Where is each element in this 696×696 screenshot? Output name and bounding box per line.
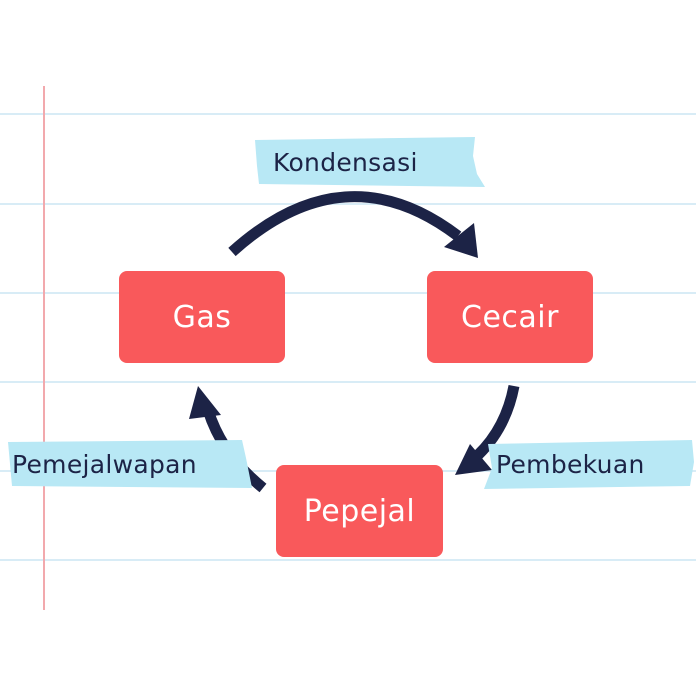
transition-kondensasi-label: Kondensasi — [273, 147, 418, 177]
transition-pemejalwapan-label: Pemejalwapan — [12, 449, 197, 479]
state-liquid-box: Cecair — [427, 271, 593, 363]
transition-pemejalwapan-tag: Pemejalwapan — [6, 438, 252, 490]
transition-pembekuan-label: Pembekuan — [496, 449, 645, 479]
ruled-line — [0, 381, 696, 383]
transition-pembekuan-tag: Pembekuan — [484, 438, 696, 490]
state-gas-box: Gas — [119, 271, 285, 363]
ruled-line — [0, 113, 696, 115]
ruled-line — [0, 203, 696, 205]
state-gas-label: Gas — [172, 299, 232, 335]
margin-line — [43, 86, 45, 610]
state-liquid-label: Cecair — [461, 299, 559, 335]
state-solid-label: Pepejal — [303, 493, 416, 529]
highlight-marker — [255, 137, 485, 187]
ruled-line — [0, 559, 696, 561]
ruled-line — [0, 292, 696, 294]
curved-arrow-right-icon — [228, 191, 478, 258]
transition-kondensasi-tag: Kondensasi — [253, 136, 485, 188]
curved-arrow-down-icon — [455, 384, 520, 475]
highlight-marker — [8, 440, 252, 488]
state-solid-box: Pepejal — [276, 465, 443, 557]
highlight-marker — [484, 440, 694, 489]
